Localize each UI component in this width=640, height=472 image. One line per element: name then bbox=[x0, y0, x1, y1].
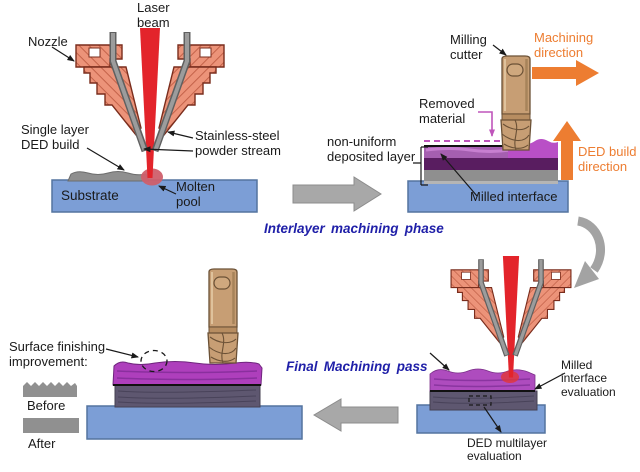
single-layer-deposit-icon bbox=[67, 171, 150, 182]
finished-top-layer-magenta bbox=[112, 361, 263, 386]
before-label: Before bbox=[27, 398, 66, 413]
single-layer-ded-label: Single layer DED build bbox=[21, 122, 89, 152]
surface-finish-pointer-arrow bbox=[105, 348, 139, 359]
curved-flow-arrow bbox=[574, 216, 606, 288]
milling-cutter-label: Milling cutter bbox=[450, 32, 487, 62]
deposit-streaks bbox=[433, 378, 531, 388]
multilayer-texture-lines bbox=[432, 395, 535, 404]
ded-build-direction-label: DED build direction bbox=[578, 144, 637, 174]
machining-direction-arrow bbox=[532, 60, 599, 86]
molten-pool-label: Molten pool bbox=[176, 179, 216, 209]
milled-layer-streak bbox=[425, 147, 511, 153]
after-label: After bbox=[28, 436, 56, 451]
substrate-block bbox=[51, 179, 258, 213]
process-flow-arrow-right bbox=[292, 176, 382, 212]
milling-cutter-icon bbox=[206, 267, 240, 365]
milled-multilayer-block bbox=[429, 390, 538, 411]
non-uniform-layer-label: non-uniform deposited layer bbox=[327, 134, 416, 164]
milled-interface-label: Milled interface bbox=[470, 189, 558, 204]
powder-stream-pointer-arrow-left bbox=[143, 146, 194, 153]
nozzle-pointer-arrow bbox=[51, 46, 75, 62]
deposit-streaks bbox=[116, 370, 258, 381]
process-flow-arrow-left bbox=[313, 398, 399, 432]
ded-nozzle-icon bbox=[451, 256, 571, 378]
surface-finishing-label: Surface finishing improvement: bbox=[9, 339, 106, 369]
interlayer-phase-title: Interlayer machining phase bbox=[264, 221, 444, 236]
machining-direction-label: Machining direction bbox=[534, 30, 594, 60]
powder-stream-pointer-arrow-right bbox=[167, 130, 194, 139]
ded-build-direction-arrow bbox=[553, 121, 581, 180]
powder-stream-label: Stainless-steel powder stream bbox=[195, 128, 281, 158]
after-smooth-surface-icon bbox=[23, 418, 79, 433]
final-pass-title: Final Machining pass bbox=[286, 359, 428, 374]
panel-final-result bbox=[23, 267, 303, 440]
ded-multilayer-evaluation-outline bbox=[468, 395, 492, 406]
surface-finish-dashed-circle bbox=[140, 349, 168, 373]
milling-cutter-pointer-arrow bbox=[492, 44, 507, 56]
ded-multilayer-eval-label: DED multilayer evaluation bbox=[467, 436, 548, 464]
milled-interface-pointer-arrow bbox=[440, 153, 478, 197]
panel-ded-on-milled bbox=[416, 256, 571, 434]
substrate-label: Substrate bbox=[61, 188, 119, 203]
removed-material-label: Removed material bbox=[419, 96, 475, 126]
laser-beam-label: Laser beam bbox=[137, 0, 170, 30]
milled-multilayer-block bbox=[114, 384, 261, 408]
panel-interlayer-milling bbox=[407, 44, 599, 213]
molten-pool-pointer-arrow bbox=[158, 185, 177, 195]
before-rough-surface-icon bbox=[23, 382, 77, 397]
milling-cutter-icon bbox=[499, 54, 533, 152]
multilayer-texture-lines bbox=[117, 389, 257, 404]
layer-stack-bracket bbox=[413, 146, 428, 186]
single-layer-pointer-arrow bbox=[86, 147, 125, 171]
final-pass-pointer-arrow bbox=[429, 352, 450, 371]
removed-material-connector-arrow bbox=[478, 111, 495, 137]
panel-ded-deposition bbox=[51, 28, 258, 213]
substrate-block bbox=[86, 405, 303, 440]
substrate-block bbox=[407, 180, 569, 213]
milled-interface-eval-pointer-arrow bbox=[534, 372, 566, 390]
multilayer-eval-pointer-arrow bbox=[483, 406, 502, 433]
milled-interface-eval-label: Milled interface evaluation bbox=[561, 358, 616, 399]
nozzle-label: Nozzle bbox=[28, 34, 68, 49]
